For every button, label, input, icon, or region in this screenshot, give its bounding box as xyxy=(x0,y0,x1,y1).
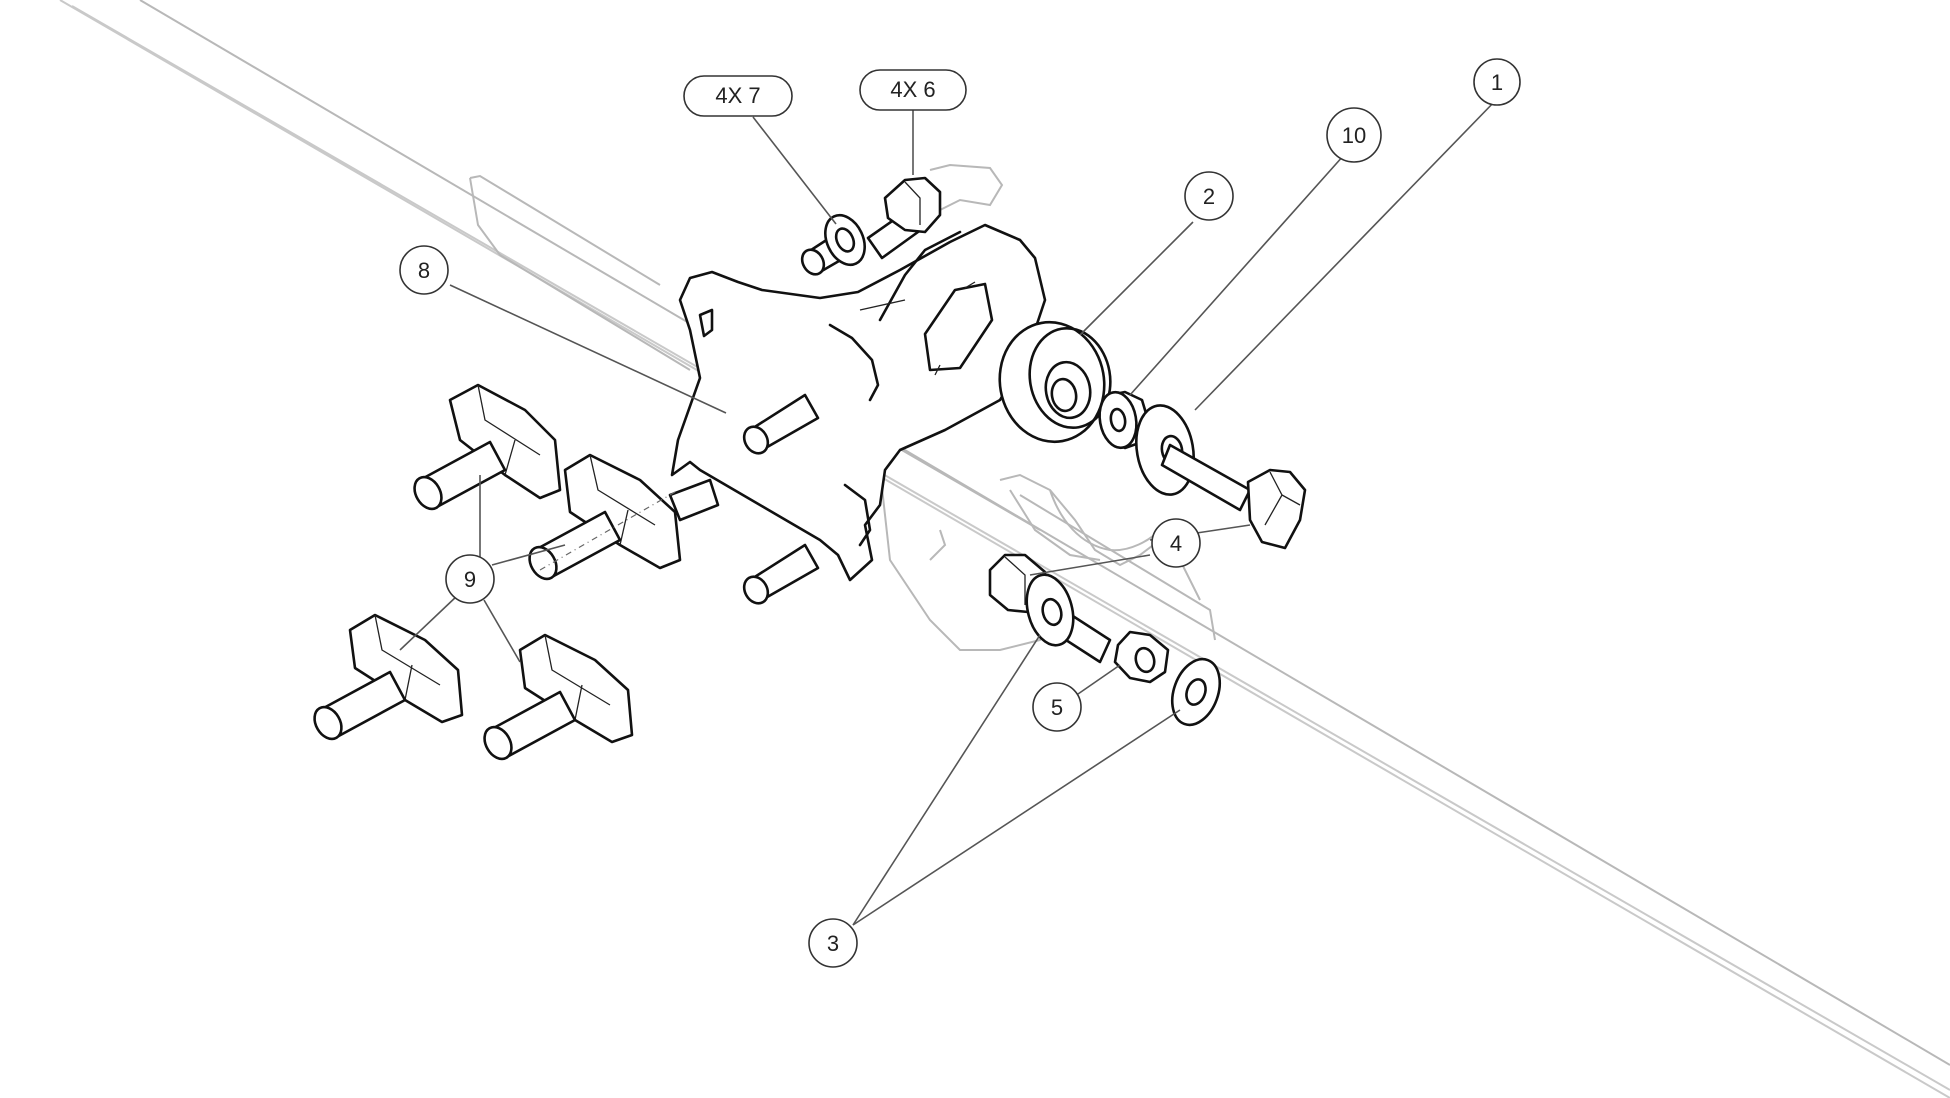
callout-2: 2 xyxy=(1184,171,1234,221)
callout-1-label: 1 xyxy=(1491,70,1503,95)
callout-1: 1 xyxy=(1473,58,1521,106)
callout-9-label: 9 xyxy=(464,567,476,592)
t-bolt-part-9-c xyxy=(313,613,464,741)
washer-part-3-upper xyxy=(1025,573,1075,647)
plate-stud-left xyxy=(668,478,720,522)
bolt-part-7 xyxy=(800,213,866,276)
callout-3-label: 3 xyxy=(827,931,839,956)
callout-5: 5 xyxy=(1032,682,1082,732)
t-bolt-part-9-b xyxy=(528,453,682,581)
washer-part-3-lower xyxy=(1170,657,1222,727)
callout-7: 4X 7 xyxy=(683,75,793,117)
t-bolt-part-9-d xyxy=(483,633,634,761)
callout-4-label: 4 xyxy=(1170,531,1182,556)
bolt-part-6 xyxy=(866,176,942,260)
nut-part-5 xyxy=(1113,630,1170,684)
callout-3: 3 xyxy=(808,918,858,968)
callout-4: 4 xyxy=(1151,518,1201,568)
callout-7-label: 4X 7 xyxy=(715,83,760,108)
callout-6: 4X 6 xyxy=(859,69,967,111)
mounting-plate-part-8 xyxy=(670,223,1047,582)
roller-part-2 xyxy=(998,320,1112,444)
callout-6-label: 4X 6 xyxy=(890,77,935,102)
leader-lines xyxy=(399,98,1498,926)
callout-9: 9 xyxy=(445,554,495,604)
callout-10: 10 xyxy=(1326,107,1382,163)
callout-10-label: 10 xyxy=(1342,123,1366,148)
t-bolt-part-9-a xyxy=(413,383,562,511)
plate-stud-upper xyxy=(742,393,820,455)
frame-rail xyxy=(59,0,1950,1098)
callout-8-label: 8 xyxy=(418,258,430,283)
callout-8: 8 xyxy=(399,245,449,295)
callout-2-label: 2 xyxy=(1203,184,1215,209)
callout-5-label: 5 xyxy=(1051,695,1063,720)
washer-bolt-part-1 xyxy=(1135,404,1307,550)
plate-stud-lower xyxy=(742,543,820,605)
